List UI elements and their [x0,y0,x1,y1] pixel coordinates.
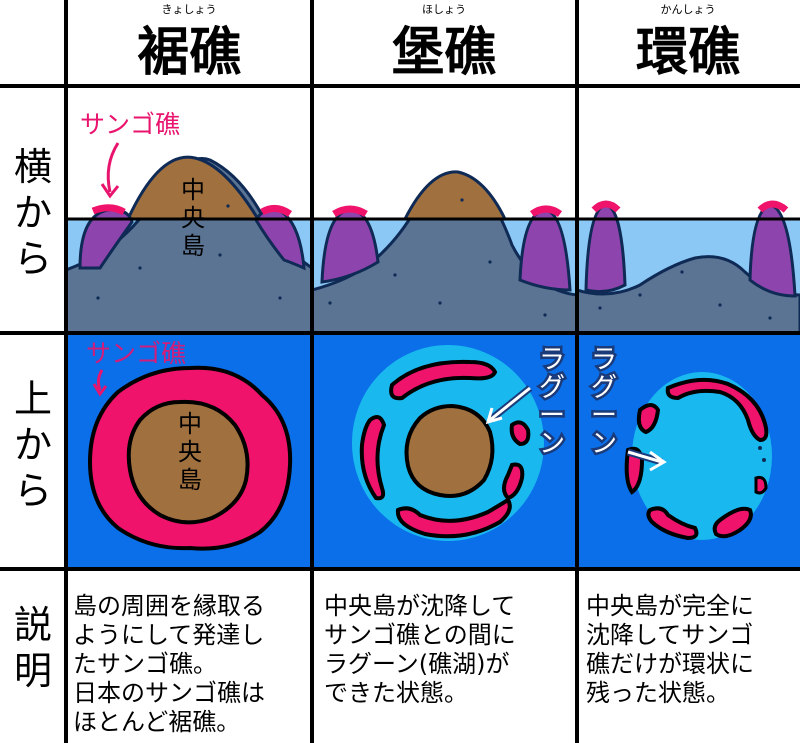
coral-arc [665,377,769,443]
coral-arc [636,403,661,435]
arrow-lagoon-atoll [627,450,663,464]
description-atoll: 中央島が完全に沈降してサンゴ礁だけが環状に残った状態。 [586,592,754,707]
coral-arc [624,446,645,495]
header-barrier-reef: 堡礁 [392,23,496,83]
island-top [404,403,495,498]
arrow-coral-side [106,142,120,193]
header-ruby-barrier: ほしょう [422,3,466,16]
coral-arc [712,506,753,539]
label-island-side: 中央島 [181,176,205,260]
island-top [126,399,250,525]
label-lagoon-barrier: ラグーン [539,345,565,459]
header-atoll: 環礁 [636,23,740,83]
coral-arc [359,414,387,501]
coral-arc [509,420,531,447]
label-coral-reef-side: サンゴ礁 [80,110,180,139]
top-view-fringing [87,365,293,551]
label-island-top: 中央島 [178,410,202,494]
coral-arc [646,506,699,541]
arrow-lagoon-barrier [489,386,531,422]
island-side [125,155,261,221]
row-label-side: 横から [14,145,52,281]
row-label-explain: 説明 [14,603,52,693]
coral-side-right [518,208,572,292]
arrow-coral-top [96,369,104,391]
label-lagoon-atoll: ラグーン [591,345,617,459]
description-barrier: 中央島が沈降してサンゴ礁との間にラグーン(礁湖)ができた状態。 [324,592,516,707]
top-view-atoll [624,372,772,541]
top-view-barrier [352,345,544,541]
island-side [402,170,508,221]
label-coral-reef-top: サンゴ礁 [86,339,186,368]
coral-arc [389,359,498,401]
header-ruby-atoll: かんしょう [661,3,716,16]
side-view-barrier [312,170,577,333]
header-ruby-fringing: きょしょう [162,3,217,16]
row-label-top: 上から [14,377,52,513]
coral-arc [502,462,525,501]
lagoon [632,372,772,540]
side-view-fringing [66,155,312,333]
coral-arc [754,476,768,495]
coral-top-left [91,204,126,216]
coral-side-right [748,203,797,298]
side-view-atoll [577,200,800,333]
header-fringing-reef: 裾礁 [137,23,241,83]
description-fringing: 島の周囲を縁取るようにして発達したサンゴ礁。日本のサンゴ礁はほとんど裾礁。 [73,592,265,736]
coral-top-right [260,205,293,217]
